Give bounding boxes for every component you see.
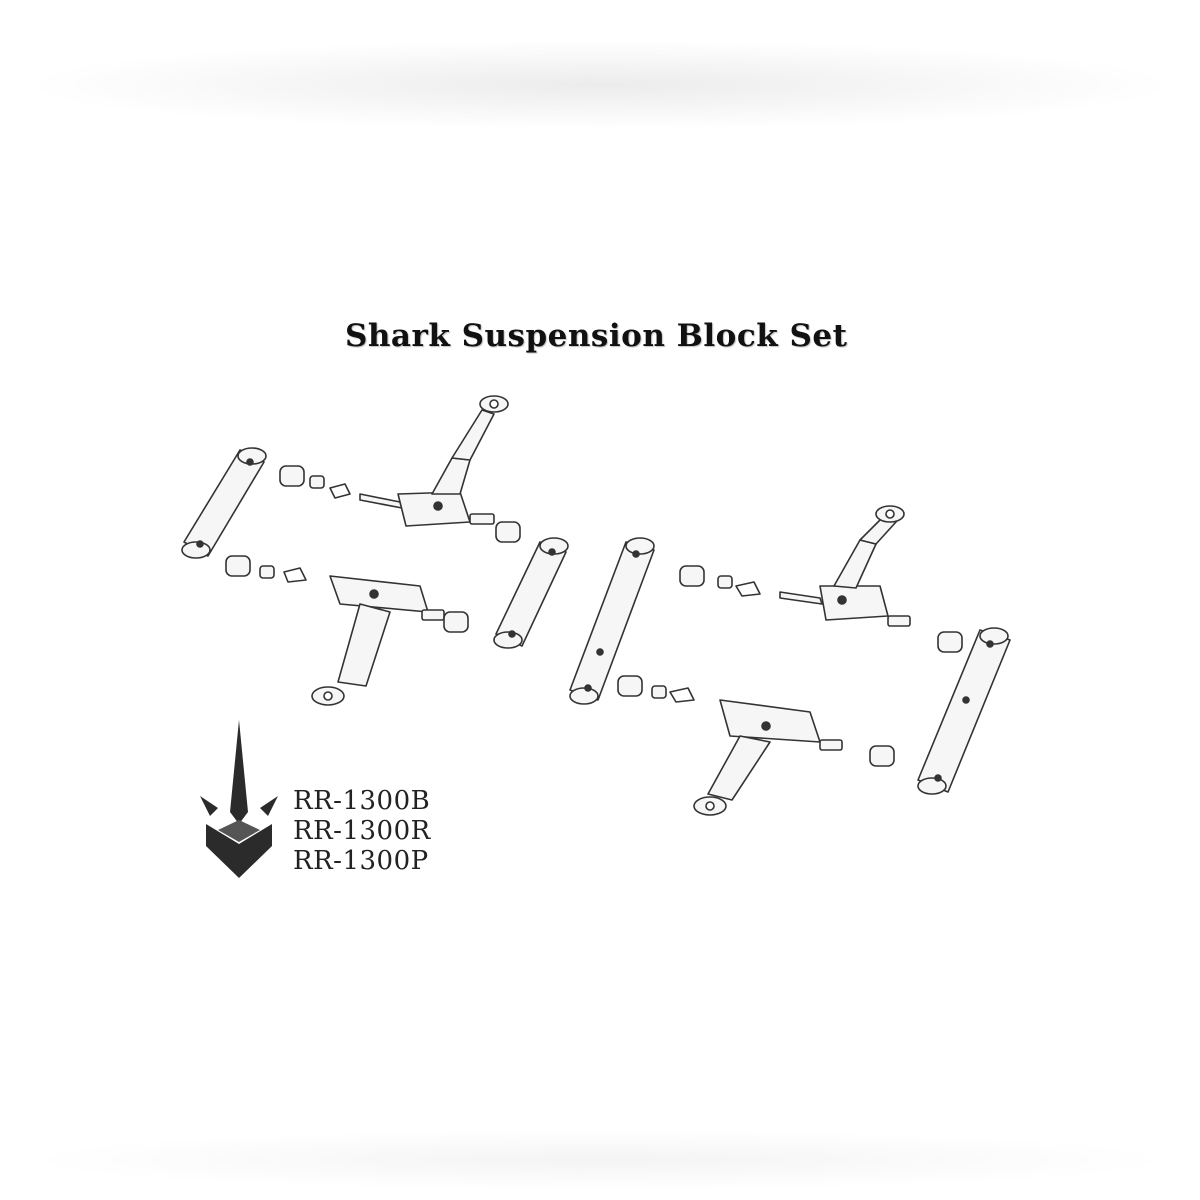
left-mounting-block-2 [493, 537, 569, 649]
product-title: Shark Suspension Block Set [345, 318, 848, 354]
suspension-parts-diagram [181, 395, 1011, 816]
top-shadow [20, 40, 1180, 130]
bottom-shadow [20, 1130, 1180, 1190]
part-number: RR-1300P [293, 846, 429, 876]
right-mounting-block-2 [917, 627, 1011, 795]
lower-arm-2 [617, 675, 895, 816]
upper-arm-2 [679, 505, 963, 653]
upper-arm-1 [279, 395, 521, 543]
right-mounting-block-1 [569, 537, 655, 705]
shark-fin-logo-icon [200, 720, 278, 878]
part-number-list: RR-1300B RR-1300R RR-1300P [293, 786, 431, 876]
left-mounting-block-1 [181, 447, 267, 559]
part-number: RR-1300B [293, 786, 431, 816]
part-number: RR-1300R [293, 816, 431, 846]
lower-arm-1 [225, 555, 469, 706]
